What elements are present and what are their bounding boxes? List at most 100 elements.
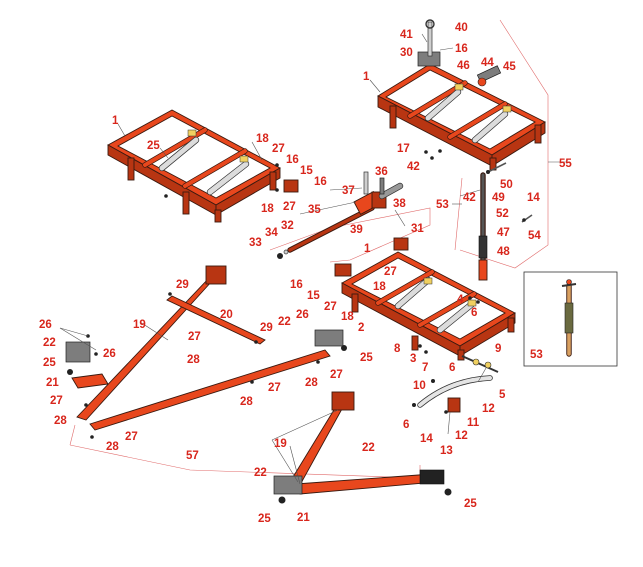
callout-1: 1 [112, 115, 119, 127]
callout-27: 27 [384, 266, 397, 278]
callout-25: 25 [360, 352, 373, 364]
callout-52: 52 [496, 208, 509, 220]
callout-27: 27 [272, 143, 285, 155]
frame-top-left [107, 109, 299, 223]
callout-26: 26 [103, 348, 116, 360]
callout-18: 18 [373, 281, 386, 293]
callout-16: 16 [455, 43, 468, 55]
callout-28: 28 [54, 415, 67, 427]
callout-14: 14 [420, 433, 433, 445]
callout-50: 50 [500, 179, 513, 191]
inset-label: 53 [530, 349, 543, 361]
callout-22: 22 [362, 442, 375, 454]
callout-27: 27 [268, 382, 281, 394]
callout-27: 27 [125, 431, 138, 443]
callout-18: 18 [261, 203, 274, 215]
callout-22: 22 [254, 467, 267, 479]
callout-11: 11 [467, 417, 480, 429]
callout-54: 54 [528, 230, 541, 242]
callout-47: 47 [497, 227, 510, 239]
callout-53: 53 [436, 199, 449, 211]
center-rod-assembly [277, 171, 404, 259]
callout-6: 6 [449, 362, 455, 374]
callout-22: 22 [278, 316, 291, 328]
callout-57: 57 [186, 450, 199, 462]
callout-8: 8 [394, 343, 401, 355]
callout-38: 38 [393, 198, 406, 210]
callout-7: 7 [422, 362, 428, 374]
inset-box: 53 [523, 271, 618, 367]
callout-16: 16 [290, 279, 303, 291]
callout-27: 27 [283, 201, 296, 213]
callout-41: 41 [400, 29, 413, 41]
callout-25: 25 [258, 513, 271, 525]
callout-5: 5 [499, 389, 506, 401]
callout-35: 35 [308, 204, 321, 216]
callout-18: 18 [256, 133, 269, 145]
callout-17: 17 [397, 143, 410, 155]
callout-27: 27 [330, 369, 343, 381]
callout-13: 13 [440, 445, 453, 457]
frame-top-right [377, 19, 546, 171]
callout-20: 20 [220, 309, 233, 321]
callout-40: 40 [455, 22, 468, 34]
frame-middle-right [334, 237, 516, 361]
callout-12: 12 [482, 403, 495, 415]
callout-21: 21 [46, 377, 59, 389]
callout-1: 1 [364, 243, 371, 255]
callout-32: 32 [281, 220, 294, 232]
callout-29: 29 [176, 279, 189, 291]
callout-27: 27 [188, 331, 201, 343]
callout-37: 37 [342, 185, 355, 197]
callout-55: 55 [559, 158, 572, 170]
callout-21: 21 [297, 512, 310, 524]
leader-lines [59, 33, 566, 485]
callout-16: 16 [314, 176, 327, 188]
callout-19: 19 [274, 438, 287, 450]
callout-27: 27 [324, 301, 337, 313]
callout-labels: 40 41 16 30 46 44 45 1 17 42 55 50 42 49… [39, 22, 572, 525]
callout-46: 46 [457, 60, 470, 72]
callout-28: 28 [106, 441, 119, 453]
callout-49: 49 [492, 192, 505, 204]
drawbar-left [65, 265, 347, 439]
callout-42: 42 [463, 192, 476, 204]
callout-15: 15 [307, 290, 320, 302]
callout-3: 3 [410, 353, 416, 365]
crank-linkage [412, 355, 499, 414]
callout-31: 31 [411, 223, 424, 235]
callout-9: 9 [495, 343, 501, 355]
post-assembly [478, 162, 533, 281]
callout-39: 39 [350, 224, 363, 236]
callout-10: 10 [413, 380, 426, 392]
callout-16: 16 [286, 154, 299, 166]
callout-28: 28 [305, 377, 318, 389]
callout-19: 19 [133, 319, 146, 331]
callout-12: 12 [455, 430, 468, 442]
callout-42: 42 [407, 161, 420, 173]
callout-25: 25 [464, 498, 477, 510]
callout-25: 25 [43, 357, 56, 369]
callout-2: 2 [358, 322, 364, 334]
callout-28: 28 [240, 396, 253, 408]
callout-29: 29 [260, 322, 273, 334]
callout-1: 1 [363, 71, 370, 83]
callout-27: 27 [50, 395, 63, 407]
drawbar-bottom [273, 391, 452, 504]
callout-48: 48 [497, 246, 510, 258]
callout-26: 26 [39, 319, 52, 331]
callout-6: 6 [403, 419, 409, 431]
callout-30: 30 [400, 47, 413, 59]
callout-26: 26 [296, 309, 309, 321]
callout-6: 6 [471, 307, 477, 319]
callout-45: 45 [503, 61, 516, 73]
callout-25: 25 [147, 140, 160, 152]
callout-34: 34 [265, 227, 278, 239]
callout-14: 14 [527, 192, 540, 204]
callout-44: 44 [481, 57, 494, 69]
callout-4: 4 [457, 294, 464, 306]
callout-15: 15 [300, 165, 313, 177]
callout-18: 18 [341, 311, 354, 323]
callout-33: 33 [249, 237, 262, 249]
